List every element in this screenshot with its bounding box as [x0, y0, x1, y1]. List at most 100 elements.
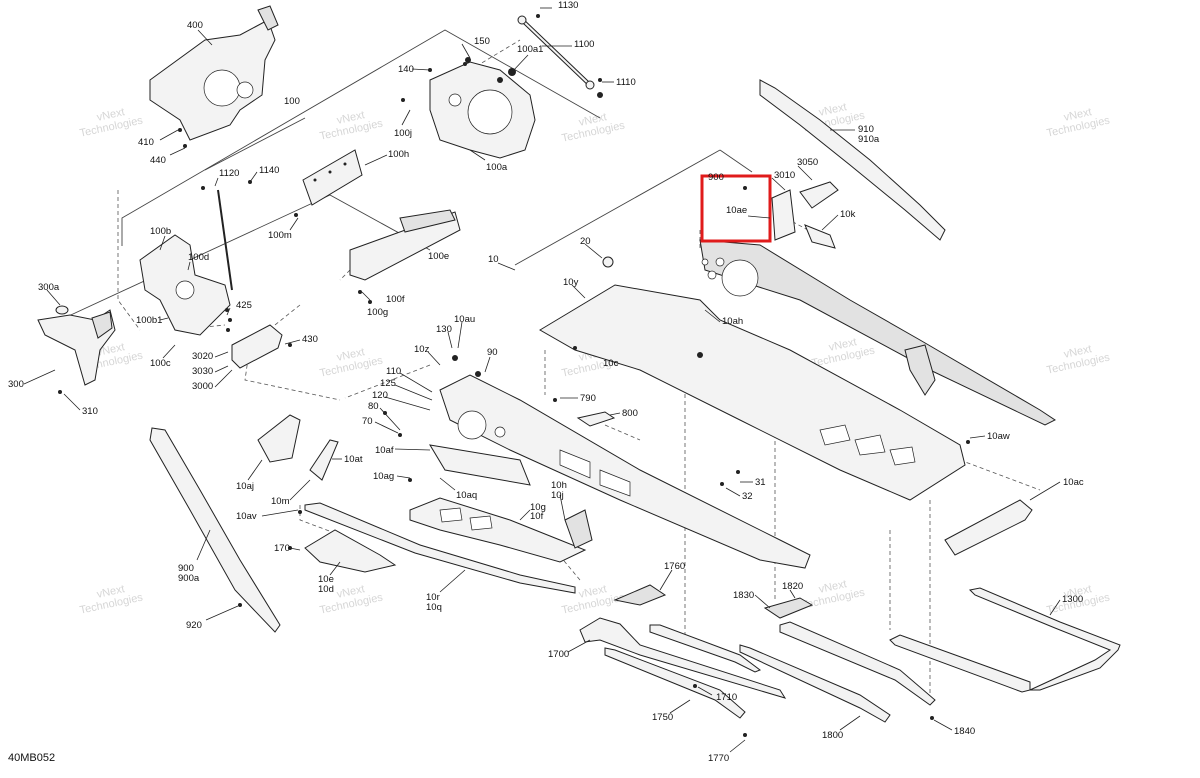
part-brackets-3010 — [771, 181, 839, 249]
part-label-310: 310 — [82, 406, 98, 417]
part-label-140: 140 — [398, 64, 414, 75]
part-label-80: 80 — [368, 401, 379, 412]
part-rear-bumper-1300 — [889, 587, 1121, 693]
part-label-10e: 10e — [318, 574, 334, 585]
part-bracket-10ac — [944, 499, 1033, 556]
part-label-20: 20 — [580, 236, 591, 247]
part-label-10af: 10af — [375, 445, 394, 456]
part-label-10q: 10q — [426, 602, 442, 613]
part-label-32: 32 — [742, 491, 753, 502]
part-label-170: 170 — [274, 543, 290, 554]
part-side-frame-10a — [439, 374, 811, 569]
part-bracket-10e — [304, 529, 397, 573]
part-label-10h: 10h — [551, 480, 567, 491]
svg-text:vNext: vNext — [96, 106, 126, 124]
svg-text:vNext: vNext — [578, 111, 608, 129]
part-label-10c: 10c — [603, 358, 619, 369]
part-label-10at: 10at — [344, 454, 363, 465]
part-label-10g: 10g — [530, 502, 546, 513]
part-label-125: 125 — [380, 378, 396, 389]
part-label-10: 10 — [488, 254, 499, 265]
part-label-400: 400 — [187, 20, 203, 31]
part-label-10ah: 10ah — [722, 316, 743, 327]
part-label-100j: 100j — [394, 128, 412, 139]
part-front-frame-400 — [149, 5, 279, 148]
part-label-10m: 10m — [271, 496, 290, 507]
part-label-10ag: 10ag — [373, 471, 394, 482]
part-label-100b1: 100b1 — [136, 315, 162, 326]
svg-text:vNext: vNext — [1063, 343, 1093, 361]
part-tunnel-10 — [539, 239, 1056, 501]
part-label-910: 910 — [858, 124, 874, 135]
part-running-boards-1700 — [579, 584, 787, 719]
part-ski-leg-300 — [37, 305, 116, 386]
part-label-800: 800 — [622, 408, 638, 419]
part-label-300a: 300a — [38, 282, 60, 293]
leader-lines — [23, 7, 1061, 753]
svg-text:vNext: vNext — [1063, 106, 1093, 124]
part-upper-rail-910 — [759, 79, 946, 241]
part-label-10av: 10av — [236, 511, 257, 522]
part-label-1750: 1750 — [652, 712, 673, 723]
part-label-10ae: 10ae — [726, 205, 747, 216]
part-label-410: 410 — [138, 137, 154, 148]
part-label-10ac: 10ac — [1063, 477, 1084, 488]
part-running-boards-1800 — [739, 597, 936, 723]
highlight-rectangle — [700, 174, 772, 243]
parts — [37, 5, 1121, 737]
part-labels: 400 410 440 100 1130 150 100a1 1100 140 … — [8, 0, 1084, 764]
svg-text:vNext: vNext — [578, 583, 608, 601]
part-label-1110: 1110 — [616, 77, 636, 88]
part-label-10k: 10k — [840, 209, 856, 220]
part-label-100: 100 — [284, 96, 300, 107]
part-label-100a: 100a — [486, 162, 508, 173]
part-label-31: 31 — [755, 477, 766, 488]
part-label-425: 425 — [236, 300, 252, 311]
part-label-920: 920 — [186, 620, 202, 631]
part-label-10d: 10d — [318, 584, 334, 595]
part-label-120: 120 — [372, 390, 388, 401]
part-label-1100: 1100 — [574, 39, 594, 50]
part-bracket-100e — [349, 209, 461, 281]
part-label-100g: 100g — [367, 307, 388, 318]
part-label-100f: 100f — [386, 294, 405, 305]
part-label-1120: 1120 — [219, 168, 239, 179]
part-label-100m: 100m — [268, 230, 292, 241]
part-left-rail-900 — [149, 427, 281, 633]
part-label-110: 110 — [386, 366, 401, 377]
part-label-10f: 10f — [530, 511, 544, 522]
part-label-10r: 10r — [426, 592, 440, 603]
svg-text:vNext: vNext — [818, 101, 848, 119]
part-label-3020: 3020 — [192, 351, 213, 362]
part-label-900: 900 — [178, 563, 194, 574]
part-side-bracket-100b — [139, 189, 233, 336]
part-label-1710: 1710 — [716, 692, 737, 703]
part-engine-bracket-100a — [429, 57, 536, 159]
part-brackets-10aj — [257, 414, 339, 481]
svg-text:vNext: vNext — [1063, 583, 1093, 601]
part-label-100d: 100d — [188, 252, 209, 263]
part-label-70: 70 — [362, 416, 373, 427]
part-label-1130: 1130 — [558, 0, 578, 11]
part-bracket-3000 — [231, 324, 283, 369]
part-label-10j: 10j — [551, 490, 564, 501]
svg-text:vNext: vNext — [336, 583, 366, 601]
part-label-1840: 1840 — [954, 726, 975, 737]
part-label-1830: 1830 — [733, 590, 754, 601]
svg-text:vNext: vNext — [96, 583, 126, 601]
part-label-430: 430 — [302, 334, 318, 345]
part-label-1800: 1800 — [822, 730, 843, 741]
part-plate-800 — [576, 411, 616, 427]
part-plate-100h — [302, 149, 363, 206]
part-label-10au: 10au — [454, 314, 475, 325]
part-label-1770: 1770 — [708, 753, 729, 764]
part-label-10aw: 10aw — [987, 431, 1010, 442]
part-label-790: 790 — [580, 393, 596, 404]
part-label-1760: 1760 — [664, 561, 685, 572]
part-label-1140: 1140 — [259, 165, 279, 176]
part-label-900a: 900a — [178, 573, 200, 584]
